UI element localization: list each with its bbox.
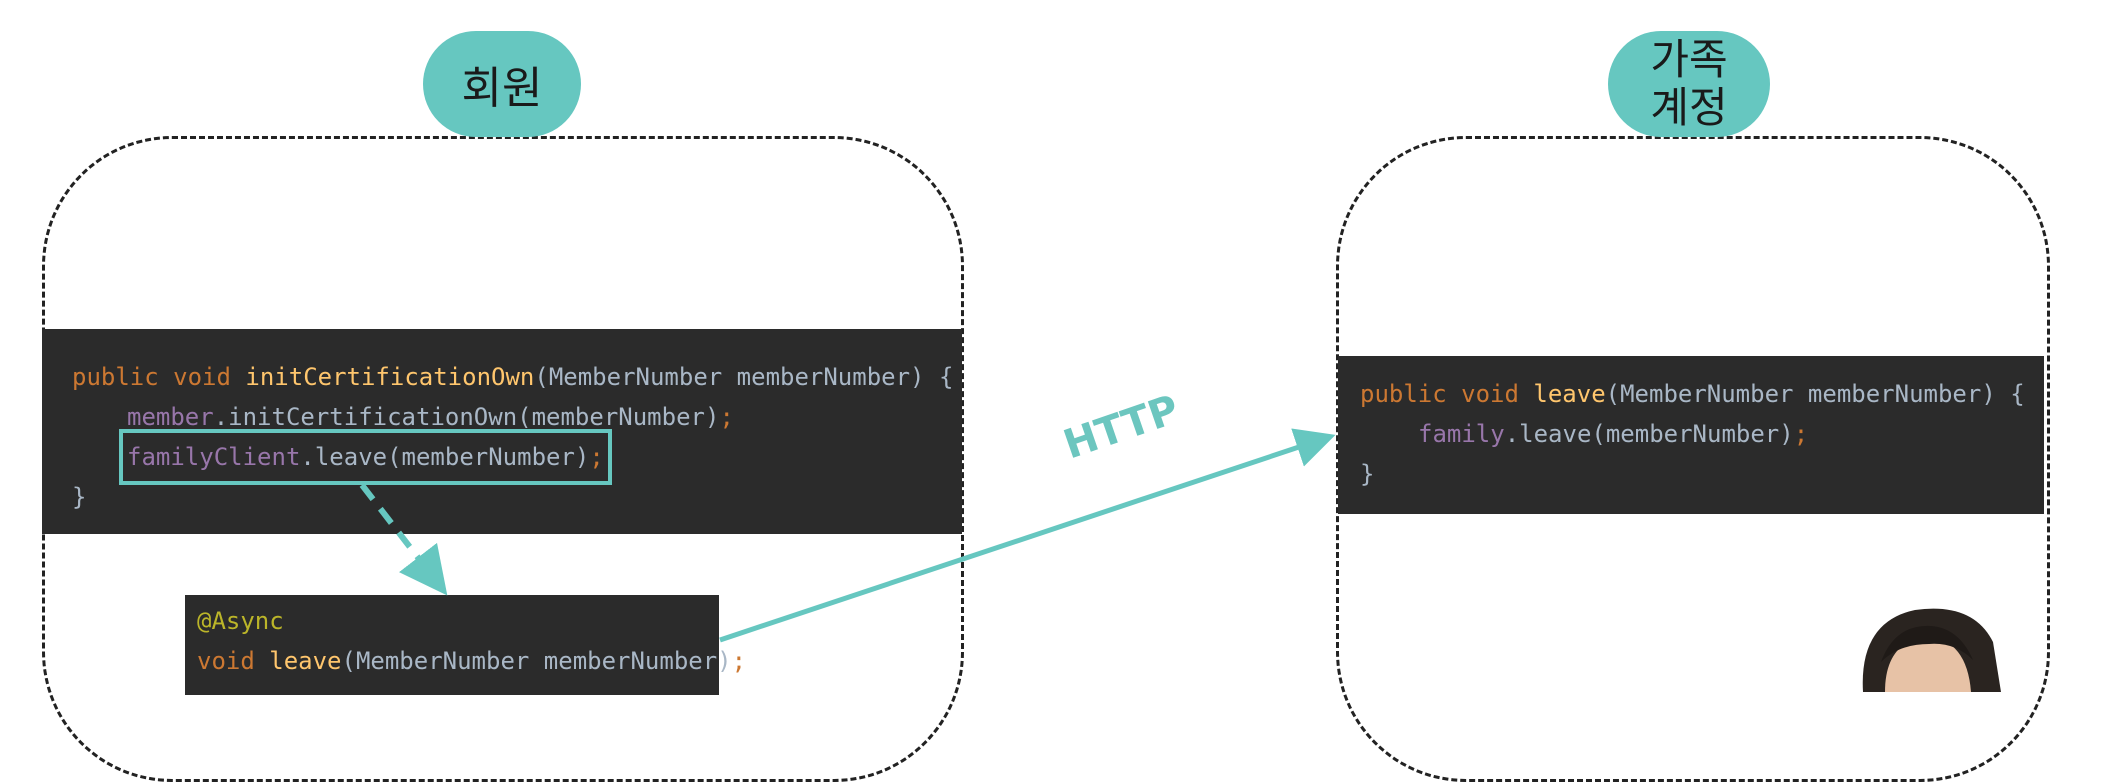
http-request-arrow — [719, 428, 1336, 643]
code-keyword: void — [197, 647, 270, 675]
code-line: void leave(MemberNumber memberNumber); — [197, 641, 746, 681]
code-signature: (MemberNumber memberNumber) { — [1605, 380, 2025, 408]
code-method-name: leave — [269, 647, 342, 675]
code-line: family.leave(memberNumber); — [1360, 414, 2044, 454]
code-line: public void initCertificationOwn(MemberN… — [72, 357, 962, 397]
code-call: .initCertificationOwn(memberNumber) — [213, 403, 720, 431]
code-signature: (MemberNumber memberNumber) { — [534, 363, 954, 391]
code-field: member — [127, 403, 214, 431]
async-family-client-code-block: @Async void leave(MemberNumber memberNumb… — [185, 595, 746, 695]
member-service-code-block: public void initCertificationOwn(MemberN… — [42, 329, 962, 534]
code-semicolon: ; — [719, 403, 734, 431]
code-semicolon: ; — [1793, 420, 1809, 448]
highlighted-family-client-call: familyClient.leave(memberNumber); — [119, 429, 612, 485]
code-annotation: @Async — [197, 607, 284, 635]
code-line: member.initCertificationOwn(memberNumber… — [72, 397, 962, 437]
family-service-code-block: public void leave(MemberNumber memberNum… — [1338, 356, 2044, 514]
family-account-context-label: 가족 계정 — [1608, 31, 1770, 137]
code-method-name: initCertificationOwn — [245, 363, 535, 391]
code-keyword: public void — [72, 363, 246, 391]
code-field: family — [1418, 420, 1505, 448]
code-call: .leave(memberNumber) — [300, 443, 590, 471]
code-line: public void leave(MemberNumber memberNum… — [1360, 374, 2044, 414]
code-semicolon: ; — [589, 443, 604, 471]
code-semicolon: ; — [731, 647, 747, 675]
code-line: familyClient.leave(memberNumber); — [72, 429, 962, 485]
code-closing-brace: } — [1360, 460, 1375, 488]
arrows-overlay — [359, 428, 1336, 643]
code-call: .leave(memberNumber) — [1504, 420, 1794, 448]
presenter-avatar — [1862, 608, 2001, 692]
code-keyword: public void — [1360, 380, 1534, 408]
code-signature: (MemberNumber memberNumber) — [341, 647, 732, 675]
code-closing-brace: } — [72, 483, 87, 511]
code-method-name: leave — [1533, 380, 1606, 408]
member-context-label: 회원 — [423, 31, 581, 137]
async-call-dashed-arrow — [359, 483, 448, 596]
code-field: familyClient — [127, 443, 301, 471]
